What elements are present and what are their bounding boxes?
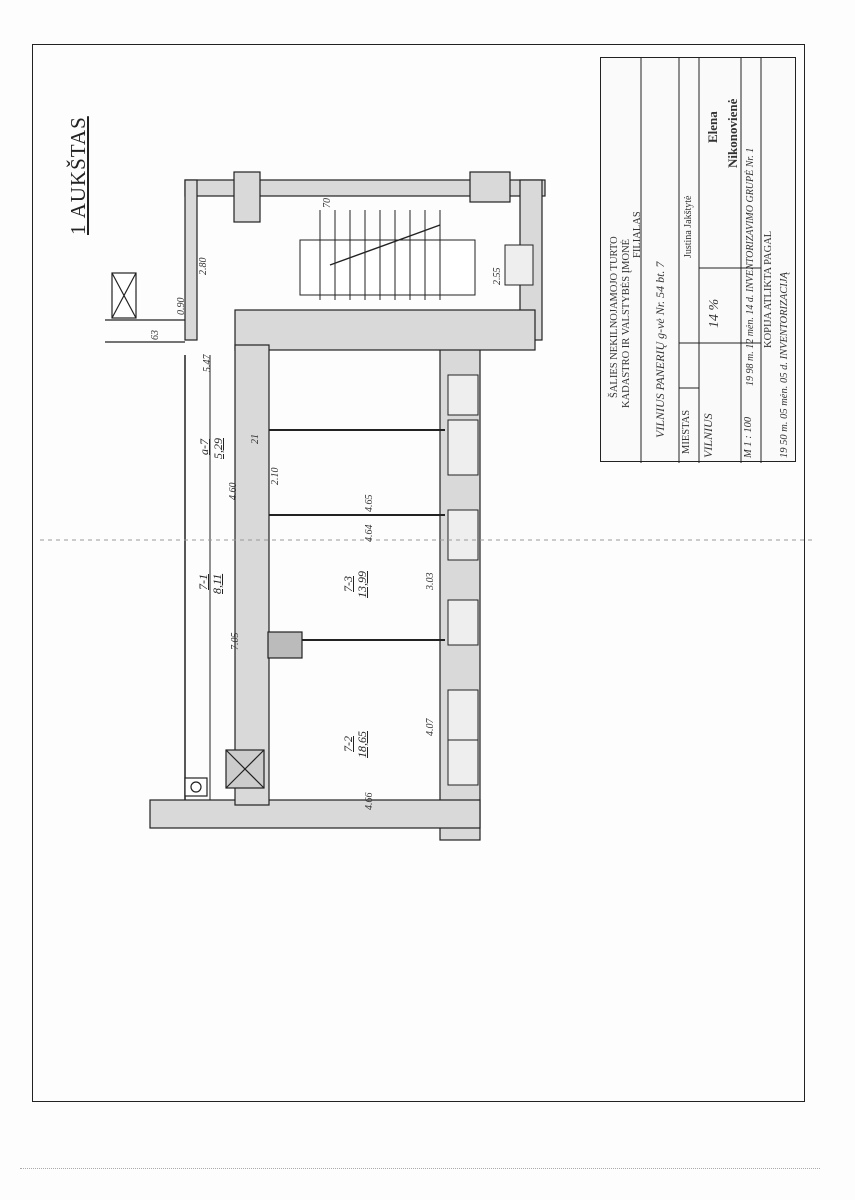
prepared-by: Justina Jakštytė xyxy=(683,195,694,259)
drawing-frame xyxy=(32,44,805,1102)
dim-407: 4.07 xyxy=(425,718,436,737)
address-label: VILNIUS PANERIŲ g-vė Nr. 54 bt. 7 xyxy=(653,261,667,438)
window-4 xyxy=(447,599,479,646)
scale: M 1 : 100 xyxy=(743,416,754,458)
window-6 xyxy=(447,739,479,786)
dim-460: 4.60 xyxy=(228,482,239,501)
window-5 xyxy=(447,689,479,741)
dim-547: 5.47 xyxy=(202,354,213,373)
chimney-top xyxy=(233,171,261,223)
stair-landing xyxy=(299,239,476,296)
dim-255: 2.55 xyxy=(492,267,503,286)
dim-466-bottom: 4.66 xyxy=(364,792,375,811)
dim-70: 70 xyxy=(322,198,333,208)
room-label-7-2: 7-2 xyxy=(341,736,355,752)
heater xyxy=(267,631,303,659)
checked-first-name: Elena xyxy=(705,111,720,143)
window-stair xyxy=(504,244,534,286)
window-2 xyxy=(447,419,479,476)
dim-280: 2.80 xyxy=(198,257,209,276)
scan-noise xyxy=(20,1168,820,1171)
city-header: MIESTAS xyxy=(681,409,692,454)
room-label-7-3: 7-3 xyxy=(341,576,355,592)
room-area-a-7: 5,29 xyxy=(211,438,225,459)
room-area-7-2: 18,65 xyxy=(355,731,369,758)
city-value: VILNIUS xyxy=(701,413,715,458)
agency-line-3: FILIALAS xyxy=(632,211,643,258)
date-line: 19 98 m. 12 mėn. 14 d. INVENTORIZAVIMO G… xyxy=(745,147,756,386)
room-label-7-1: 7-1 xyxy=(196,574,210,590)
dim-464: 4.64 xyxy=(364,524,375,543)
checked-last-name: Nikonovienė xyxy=(725,98,740,168)
title-block: ŠALIES NEKILNOJAMOJO TURTO KADASTRO IR V… xyxy=(600,57,796,463)
dim-090: 0.90 xyxy=(176,297,187,316)
room-label-a-7: a-7 xyxy=(197,439,211,455)
wall-corridor xyxy=(234,344,270,806)
copy-note: KOPIJA ATLIKTA PAGAL xyxy=(763,230,774,348)
dim-63: 63 xyxy=(150,330,161,340)
wall-left-stair xyxy=(184,179,198,341)
window-1 xyxy=(447,374,479,416)
dim-705: 7.05 xyxy=(230,632,241,651)
inventory-line: 19 50 m. 05 mėn. 05 d. INVENTORIZACIJĄ xyxy=(779,272,790,458)
agency-line-2: KADASTRO IR VALSTYBĖS ĮMONĖ xyxy=(621,238,632,408)
wall-middle xyxy=(234,309,536,351)
dim-303: 3.03 xyxy=(425,572,436,591)
wall-bottom xyxy=(149,799,481,829)
column-top-right xyxy=(469,171,511,203)
window-3 xyxy=(447,509,479,561)
dim-465: 4.65 xyxy=(364,494,375,513)
dim-21: 21 xyxy=(250,434,261,444)
dim-210: 2.10 xyxy=(270,467,281,486)
agency-line-1: ŠALIES NEKILNOJAMOJO TURTO xyxy=(609,236,620,398)
sheet-value: 14 % xyxy=(707,298,722,328)
room-area-7-1: 8,11 xyxy=(210,573,224,594)
room-area-7-3: 13,99 xyxy=(355,571,369,598)
